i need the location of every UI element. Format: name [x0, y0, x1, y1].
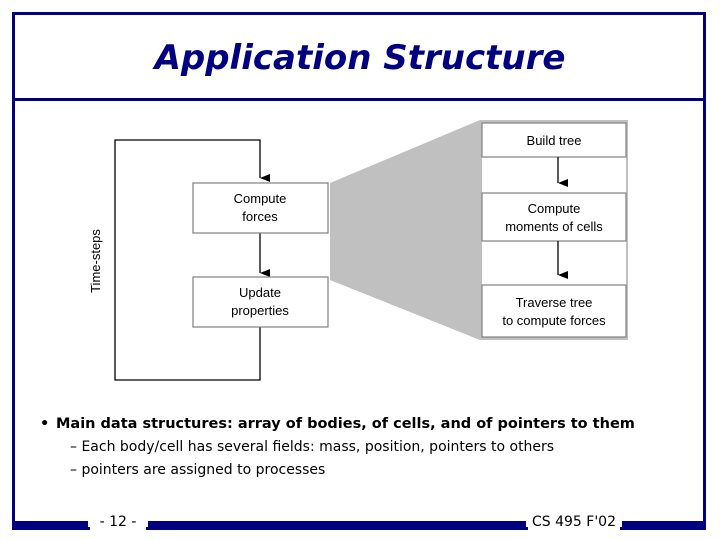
bullet-list: • Main data structures: array of bodies, … — [40, 416, 710, 478]
update-properties-line2: properties — [231, 303, 289, 318]
footer-bar-left — [12, 521, 88, 530]
course-label: CS 495 F'02 — [528, 514, 620, 530]
loop-line — [114, 139, 270, 381]
build-tree-label: Build tree — [527, 133, 582, 148]
update-properties-box: Update properties — [192, 276, 329, 328]
compute-moments-line2: moments of cells — [505, 219, 603, 234]
main-bullet: • Main data structures: array of bodies, … — [40, 416, 710, 432]
compute-moments-line1: Compute — [528, 201, 581, 216]
compute-moments-box: Compute moments of cells — [481, 192, 627, 242]
traverse-tree-line2: to compute forces — [502, 313, 606, 328]
main-bullet-text: Main data structures: array of bodies, o… — [56, 416, 635, 432]
build-tree-box: Build tree — [481, 122, 627, 158]
bullet-dot: • — [40, 416, 50, 432]
time-steps-label: Time-steps — [88, 229, 103, 293]
sub-bullet-fields: – Each body/cell has several fields: mas… — [70, 439, 555, 455]
footer-bar-middle — [148, 521, 526, 530]
update-properties-line1: Update — [239, 285, 281, 300]
footer-bar-right — [622, 521, 706, 530]
traverse-tree-line1: Traverse tree — [516, 295, 593, 310]
compute-forces-box: Compute forces — [192, 182, 329, 234]
compute-forces-line1: Compute — [234, 191, 287, 206]
compute-forces-line2: forces — [242, 209, 278, 224]
page-number: - 12 - — [90, 514, 146, 530]
slide-title: Application Structure — [154, 38, 566, 78]
title-divider — [12, 98, 706, 101]
sub-bullet-pointers: – pointers are assigned to processes — [70, 462, 326, 478]
application-structure-diagram: Time-steps Compute forces Update propert… — [80, 115, 640, 390]
traverse-tree-box: Traverse tree to compute forces — [481, 284, 627, 338]
